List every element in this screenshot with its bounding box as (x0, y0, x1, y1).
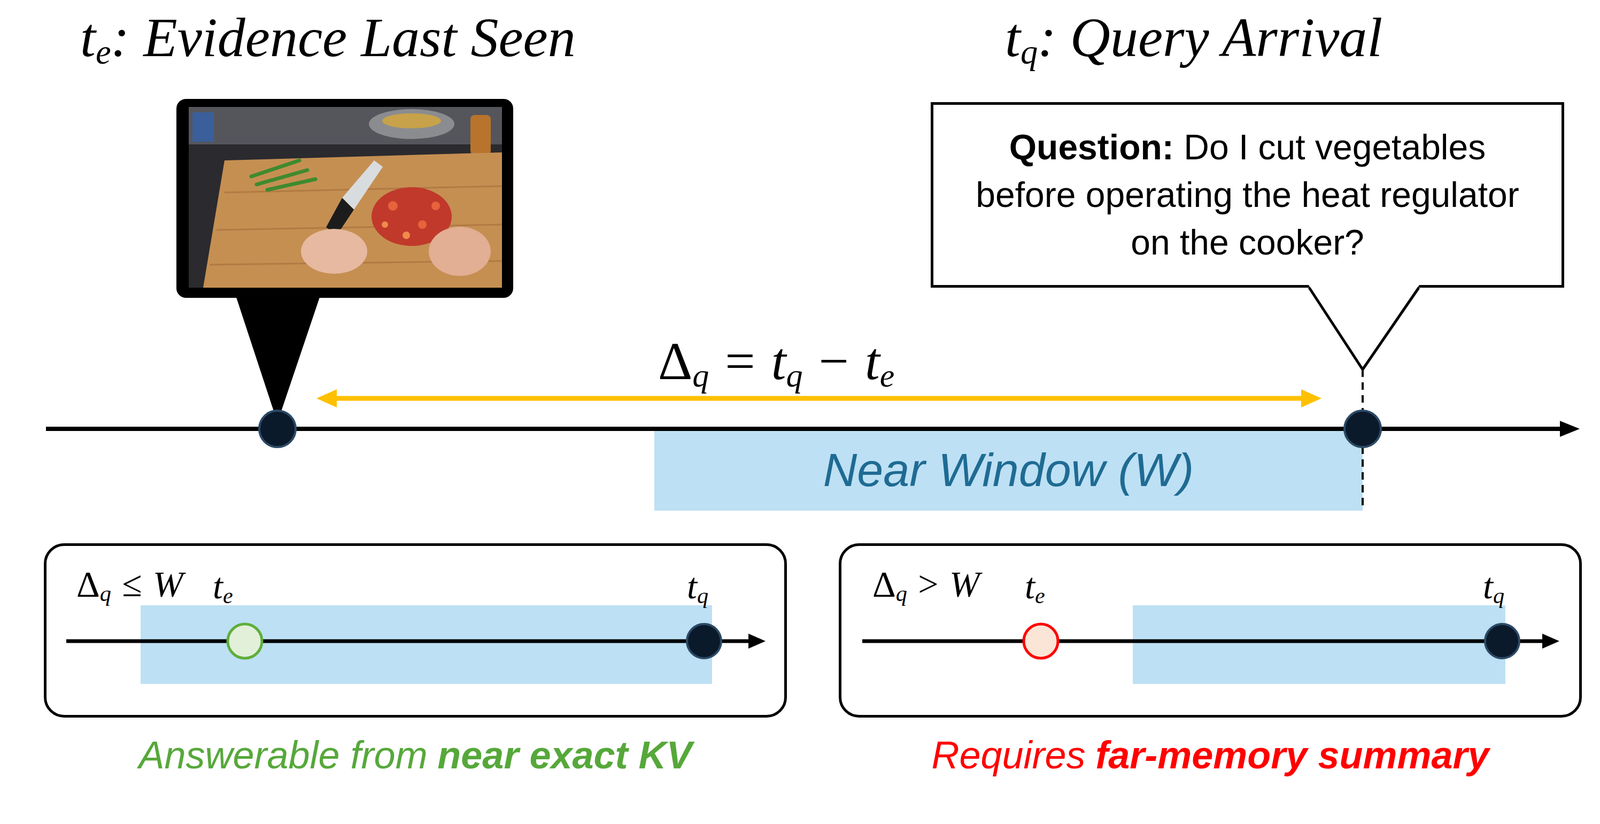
math-subscript: e (95, 33, 112, 72)
photo-hand (428, 226, 491, 276)
math-operator: ≤ (121, 563, 142, 605)
callout-tail-edge (1362, 287, 1419, 370)
photo-pepper-bit (381, 221, 389, 228)
case-caption: Requires (931, 733, 1086, 777)
photo-board-grain (224, 186, 502, 193)
photo-knife-handle (326, 197, 354, 236)
timeline (45, 426, 1564, 431)
math-symbol: t (1024, 565, 1035, 607)
photo-bowl-food (382, 113, 442, 129)
near-window-band-text: Near Window (W) (823, 446, 1195, 494)
math-symbol: Δ (76, 563, 100, 605)
case-box-text: Answerable fromnear exact KV (0, 733, 838, 777)
case-box-text: Requiresfar-memory summary (787, 733, 1600, 777)
math-symbol: t (771, 331, 787, 391)
photo-jar (470, 114, 491, 156)
photo-pepper-bit (402, 231, 411, 239)
math-symbol: : Query Arrival (1037, 6, 1383, 68)
delta-equation: Δq=tq−te (658, 334, 895, 392)
math-symbol: W (949, 563, 980, 605)
query-time-heading: tq: Query Arrival (1005, 9, 1383, 71)
query-dot (1344, 410, 1381, 447)
math-symbol: Δ (658, 331, 693, 391)
delta-arrowhead (316, 389, 337, 408)
math-subscript: e (879, 357, 895, 394)
math-symbol: Δ (872, 563, 896, 605)
query-dot (686, 623, 722, 659)
math-symbol: t (864, 331, 880, 391)
math-subscript: q (99, 580, 112, 606)
case-arrowhead (748, 633, 766, 649)
math-symbol: t (1005, 6, 1021, 68)
timeline-arrowhead (1559, 420, 1580, 437)
condition-far: Δq >W (872, 565, 980, 605)
query-time-label: tq (1482, 567, 1505, 607)
window-band (140, 605, 713, 684)
query-time-label: tq (686, 567, 709, 607)
math-symbol: t (212, 565, 223, 607)
evidence-dot-inside (227, 623, 262, 659)
photo-cutting-board (203, 152, 502, 288)
photo-chopped-peppers (371, 187, 452, 246)
near-window-band: Near Window (W) (654, 428, 1363, 511)
question-lead: Question: (1009, 127, 1174, 167)
evidence-time-heading: te: Evidence Last Seen (80, 9, 576, 71)
case-caption-emphasis: near exact KV (437, 733, 692, 777)
photo-board-grain (209, 260, 502, 265)
math-subscript: e (222, 582, 234, 608)
photo-pepper-bit (388, 201, 398, 211)
math-subscript: q (1493, 582, 1505, 608)
photo-pepper-bit (418, 220, 427, 229)
math-symbol: t (686, 565, 698, 607)
callout-tail-edge (1309, 287, 1363, 370)
question-callout-text: Question:Do I cut vegetables before oper… (933, 123, 1562, 267)
math-subscript: q (895, 580, 908, 606)
window-band (1132, 605, 1506, 684)
query-dashed-line (1361, 369, 1364, 511)
photo-pepper-bit (431, 201, 440, 211)
case-arrowhead (1542, 633, 1560, 649)
math-subscript: q (692, 357, 709, 394)
photo-background (188, 106, 502, 288)
math-subscript: q (786, 357, 803, 394)
math-symbol: : Evidence Last Seen (111, 6, 576, 68)
photo-bowl (368, 109, 455, 139)
math-operator: > (917, 563, 939, 605)
photo-hand (300, 228, 368, 274)
evidence-dot-outside (1023, 623, 1058, 659)
case-timeline (862, 639, 1544, 644)
delta-arrowhead (1301, 389, 1322, 408)
math-symbol: t (80, 6, 96, 68)
photo-board-grain (216, 224, 502, 230)
math-operator: = (724, 331, 755, 391)
math-subscript: e (1034, 582, 1046, 608)
math-symbol: W (152, 563, 184, 605)
evidence-time-label: te (1024, 567, 1046, 607)
photo-knife-blade (342, 160, 383, 210)
delta-arrow (331, 396, 1308, 401)
photo-shelf (188, 106, 502, 145)
question-callout: Question:Do I cut vegetables before oper… (930, 102, 1565, 288)
case-timeline (66, 639, 750, 644)
math-subscript: q (1020, 33, 1038, 72)
band-label: Near Window (W) (823, 443, 1195, 497)
query-dot (1485, 623, 1520, 659)
case-caption-emphasis: far-memory summary (1095, 733, 1489, 777)
callout-tail (1307, 283, 1421, 370)
case-caption: Answerable from (138, 733, 428, 777)
condition-near: Δq ≤W (76, 565, 184, 605)
photo-frame (176, 98, 514, 298)
math-subscript: q (697, 582, 709, 608)
math-operator: − (818, 331, 849, 391)
photo-pointer (235, 294, 321, 423)
evidence-dot (259, 410, 296, 447)
photo-herbs (251, 160, 316, 190)
math-symbol: t (1482, 565, 1494, 607)
photo-packages (192, 112, 214, 142)
evidence-time-label: te (212, 567, 234, 607)
